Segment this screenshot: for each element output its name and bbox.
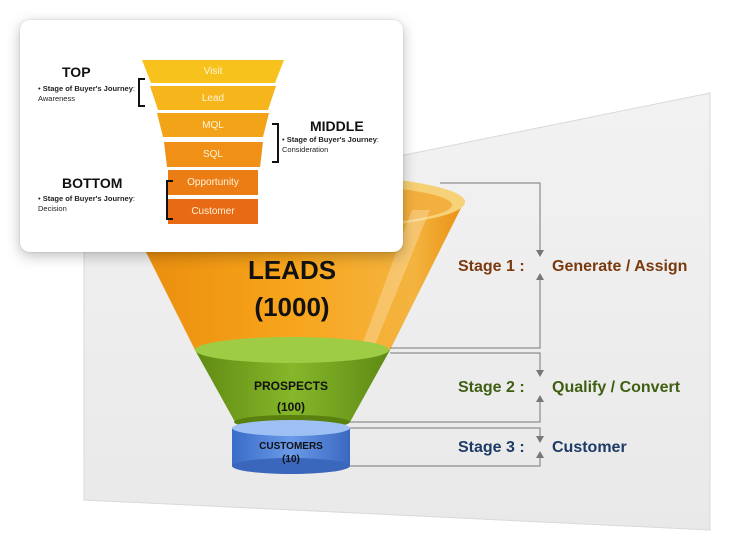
stage-3-action: Customer [552,439,627,456]
stage-3-label: Stage 3 : [458,439,525,456]
funnel-layer-lead [150,86,276,110]
buyer-journey-card: Visit Lead MQL SQL Opportunity Customer … [20,20,403,252]
stage-2-label: Stage 2 : [458,379,525,396]
funnel-label-lead: Lead [201,93,225,104]
funnel-label-opportunity: Opportunity [187,177,239,188]
connector-arrows [536,250,544,458]
funnel-layer-sql [164,142,263,167]
funnel-layer-customer [168,199,258,224]
funnel-label-customer: Customer [191,206,235,217]
section-top-title: TOP [62,64,91,80]
bottom-bracket [166,180,173,220]
funnel-label-mql: MQL [202,120,224,131]
leads-count: (1000) [254,292,329,322]
small-funnel [142,60,284,224]
top-bracket [138,78,145,107]
customers-cylinder [232,420,350,474]
funnel-layer-visit [142,60,284,83]
prospects-title: PROSPECTS [254,379,328,393]
stage-2-action: Qualify / Convert [552,379,681,396]
funnel-label-visit: Visit [203,66,223,77]
section-bottom-desc: • Stage of Buyer's Journey: Decision [38,194,135,213]
middle-bracket [272,123,279,163]
section-bottom-title: BOTTOM [62,175,123,191]
section-middle-title: MIDDLE [310,118,364,134]
section-middle-desc: • Stage of Buyer's Journey: Consideratio… [282,135,379,154]
stage-connectors [350,182,541,467]
funnel-layer-mql [157,113,269,137]
leads-title: LEADS [248,255,336,285]
prospects-count: (100) [277,400,305,414]
stage-1-label: Stage 1 : [458,258,525,275]
customers-count: (10) [282,454,300,465]
stage-1-action: Generate / Assign [552,258,687,275]
funnel-layer-opportunity [168,170,258,195]
customers-title: CUSTOMERS [259,441,323,452]
section-top-desc: • Stage of Buyer's Journey: Awareness [38,84,135,103]
funnel-label-sql: SQL [202,149,223,160]
